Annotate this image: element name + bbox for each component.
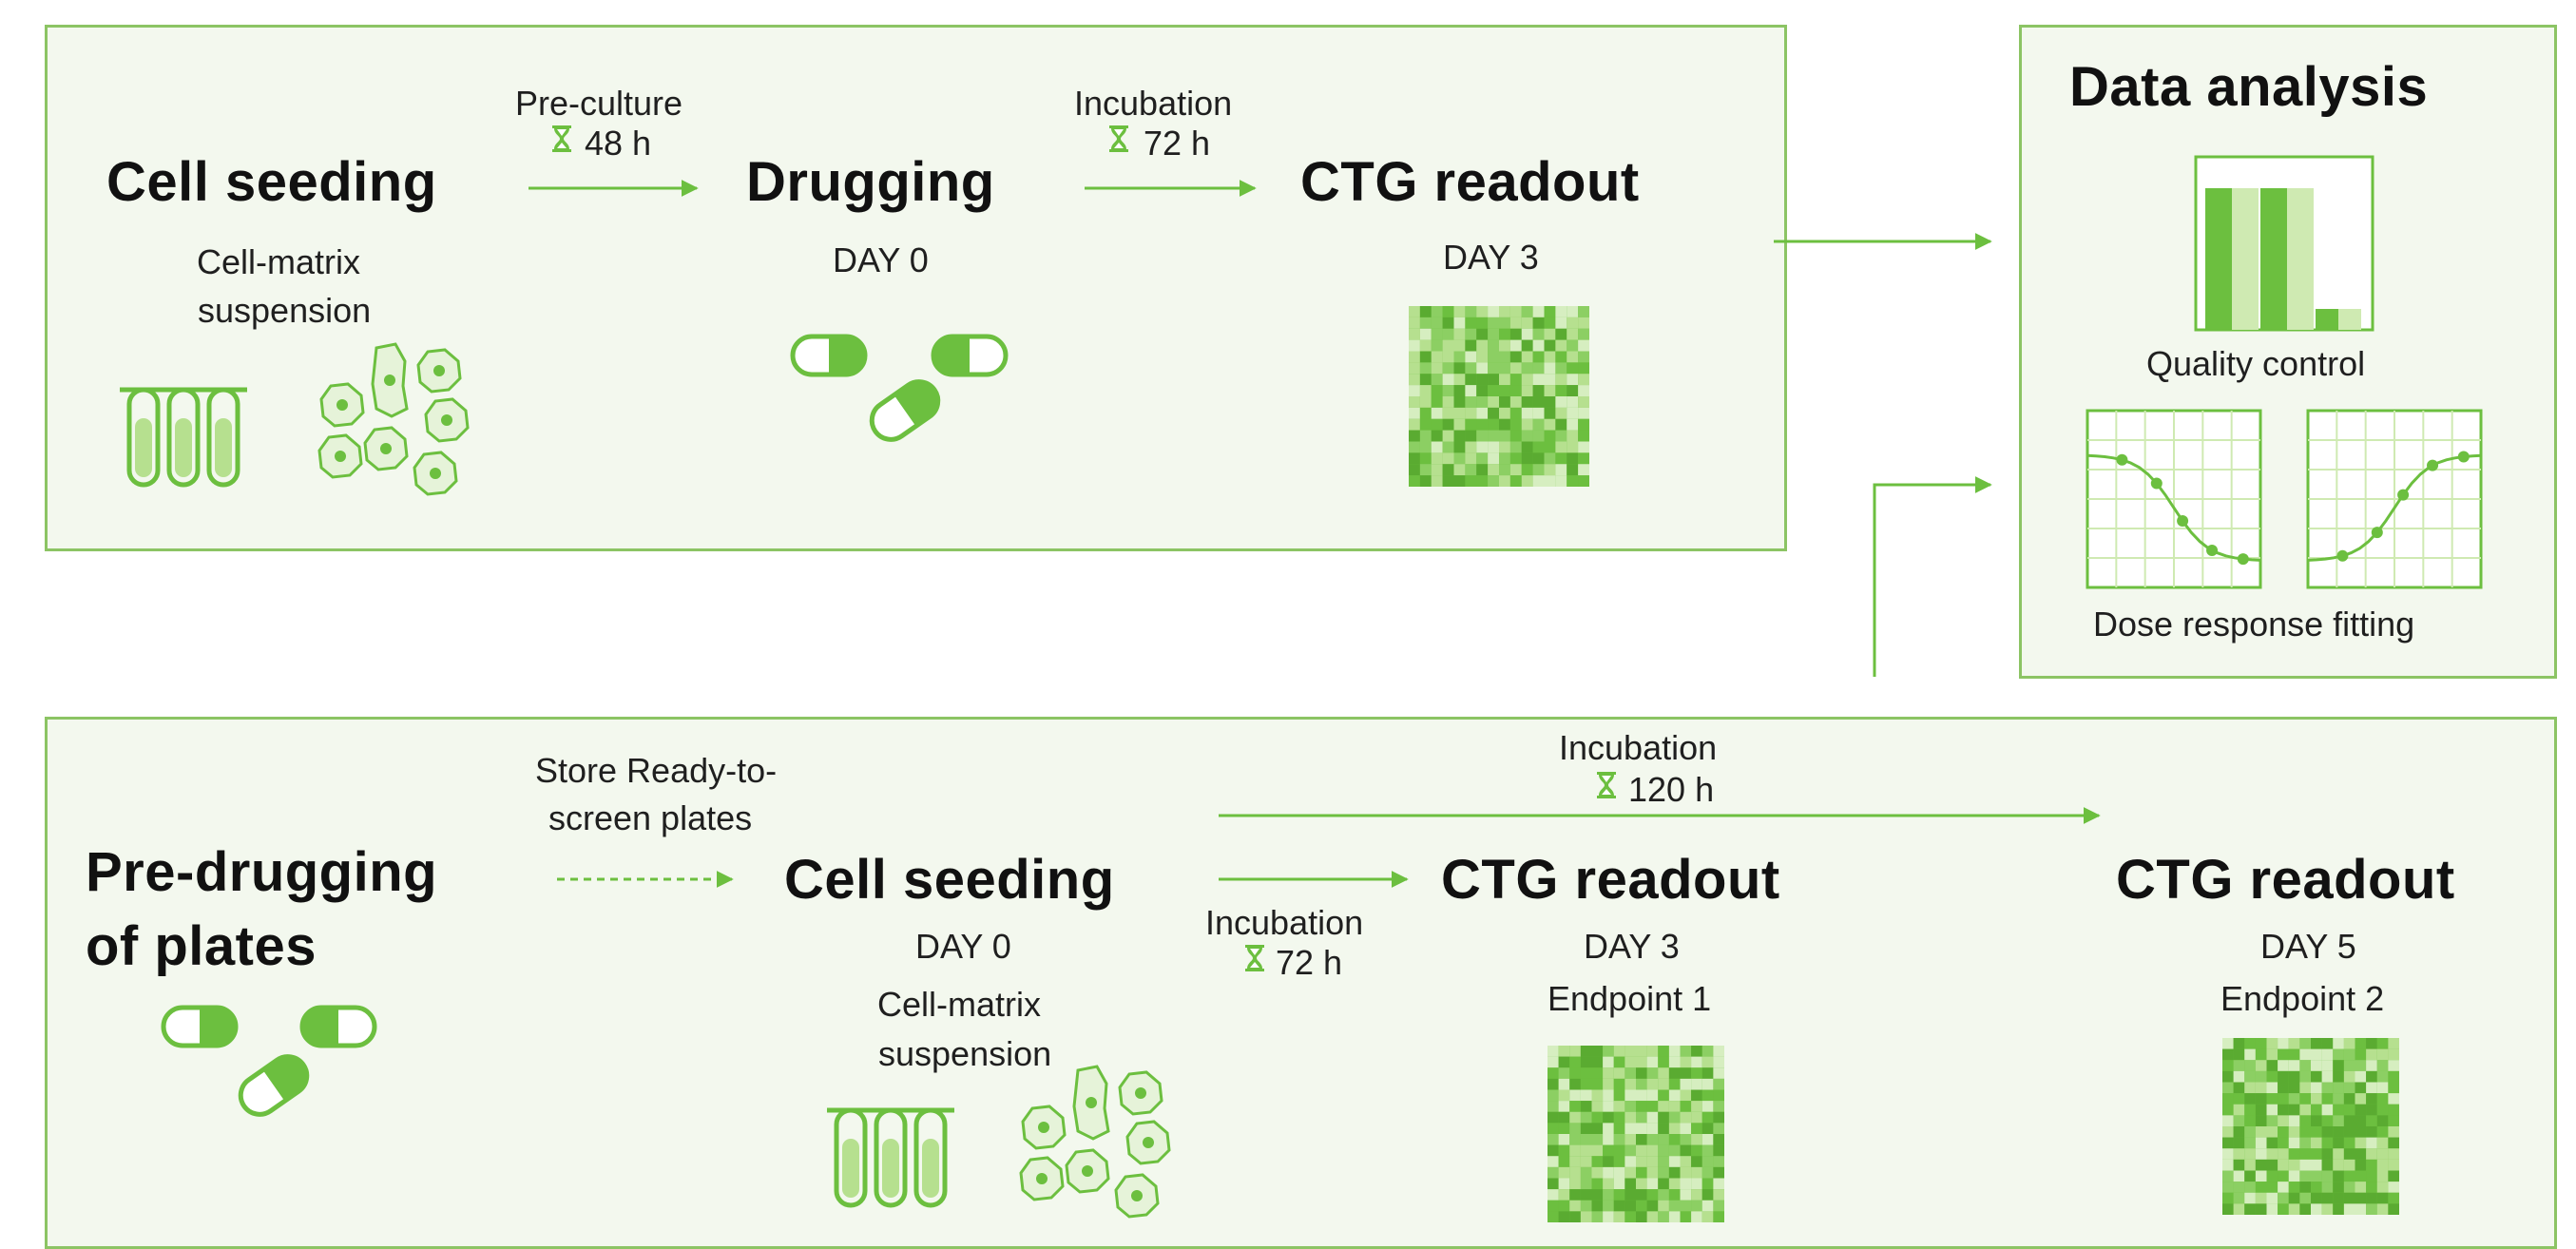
step-sub-cell-matrix-bottom: Cell-matrix (877, 985, 1042, 1024)
step-day-0: DAY 0 (833, 240, 929, 279)
store-label-line2: screen plates (548, 798, 753, 837)
hourglass-icon (552, 125, 571, 152)
step-sub-suspension: suspension (198, 291, 372, 330)
arrow-label-pre-culture: Pre-culture (515, 84, 683, 123)
quality-control-label: Quality control (2146, 344, 2366, 383)
arrow-label-incubation-short: Incubation (1205, 903, 1364, 942)
plate-readout-icon (2222, 1038, 2399, 1215)
step-title-pre-drugging: Pre-drugging (86, 841, 438, 903)
capsules-icon (793, 336, 1006, 447)
plate-readout-icon (1548, 1046, 1724, 1222)
step-title-ctg-readout: CTG readout (1300, 151, 1640, 213)
endpoint-1-label: Endpoint 1 (1548, 979, 1712, 1018)
test-tubes-icon (120, 390, 247, 485)
step-day-0-bottom: DAY 0 (915, 927, 1011, 966)
step-title-ctg-readout-day3: CTG readout (1441, 849, 1780, 911)
endpoint-2-label: Endpoint 2 (2220, 979, 2385, 1018)
step-title-cell-seeding: Cell seeding (106, 151, 437, 213)
analysis-title: Data analysis (2069, 56, 2429, 118)
step-sub-suspension-bottom: suspension (878, 1034, 1052, 1073)
hourglass-icon (1597, 772, 1616, 798)
arrow-time-48h: 48 h (585, 124, 652, 163)
capsules-icon (163, 1008, 375, 1122)
bar-chart-icon (2194, 155, 2374, 332)
step-title-drugging: Drugging (746, 151, 995, 213)
step-day-5: DAY 5 (2260, 927, 2356, 966)
store-label-line1: Store Ready-to- (535, 751, 778, 790)
step-day-3: DAY 3 (1443, 238, 1539, 277)
arrow-time-72h-bottom: 72 h (1276, 943, 1343, 982)
step-title-ctg-readout-day5: CTG readout (2116, 849, 2455, 911)
dose-response-label: Dose response fitting (2093, 605, 2415, 644)
arrow-bottom-to-analysis (1873, 476, 1992, 677)
dose-curve-icon (2086, 409, 2483, 589)
hourglass-icon (1245, 945, 1264, 971)
step-sub-cell-matrix: Cell-matrix (197, 242, 361, 281)
arrow-time-72h: 72 h (1144, 124, 1211, 163)
step-title-cell-seeding-bottom: Cell seeding (784, 849, 1115, 911)
arrow-time-120h: 120 h (1628, 770, 1715, 809)
diagram-graphics (0, 125, 2483, 1222)
hourglass-icon (1109, 125, 1128, 152)
cells-icon (1021, 1066, 1169, 1217)
cells-icon (319, 344, 468, 494)
arrow-label-incubation: Incubation (1074, 84, 1233, 123)
test-tubes-icon (827, 1110, 954, 1205)
step-day-3-bottom: DAY 3 (1584, 927, 1680, 966)
arrow-label-incubation-long: Incubation (1559, 728, 1718, 767)
plate-readout-icon (1409, 306, 1589, 487)
step-title-of-plates: of plates (86, 915, 317, 977)
